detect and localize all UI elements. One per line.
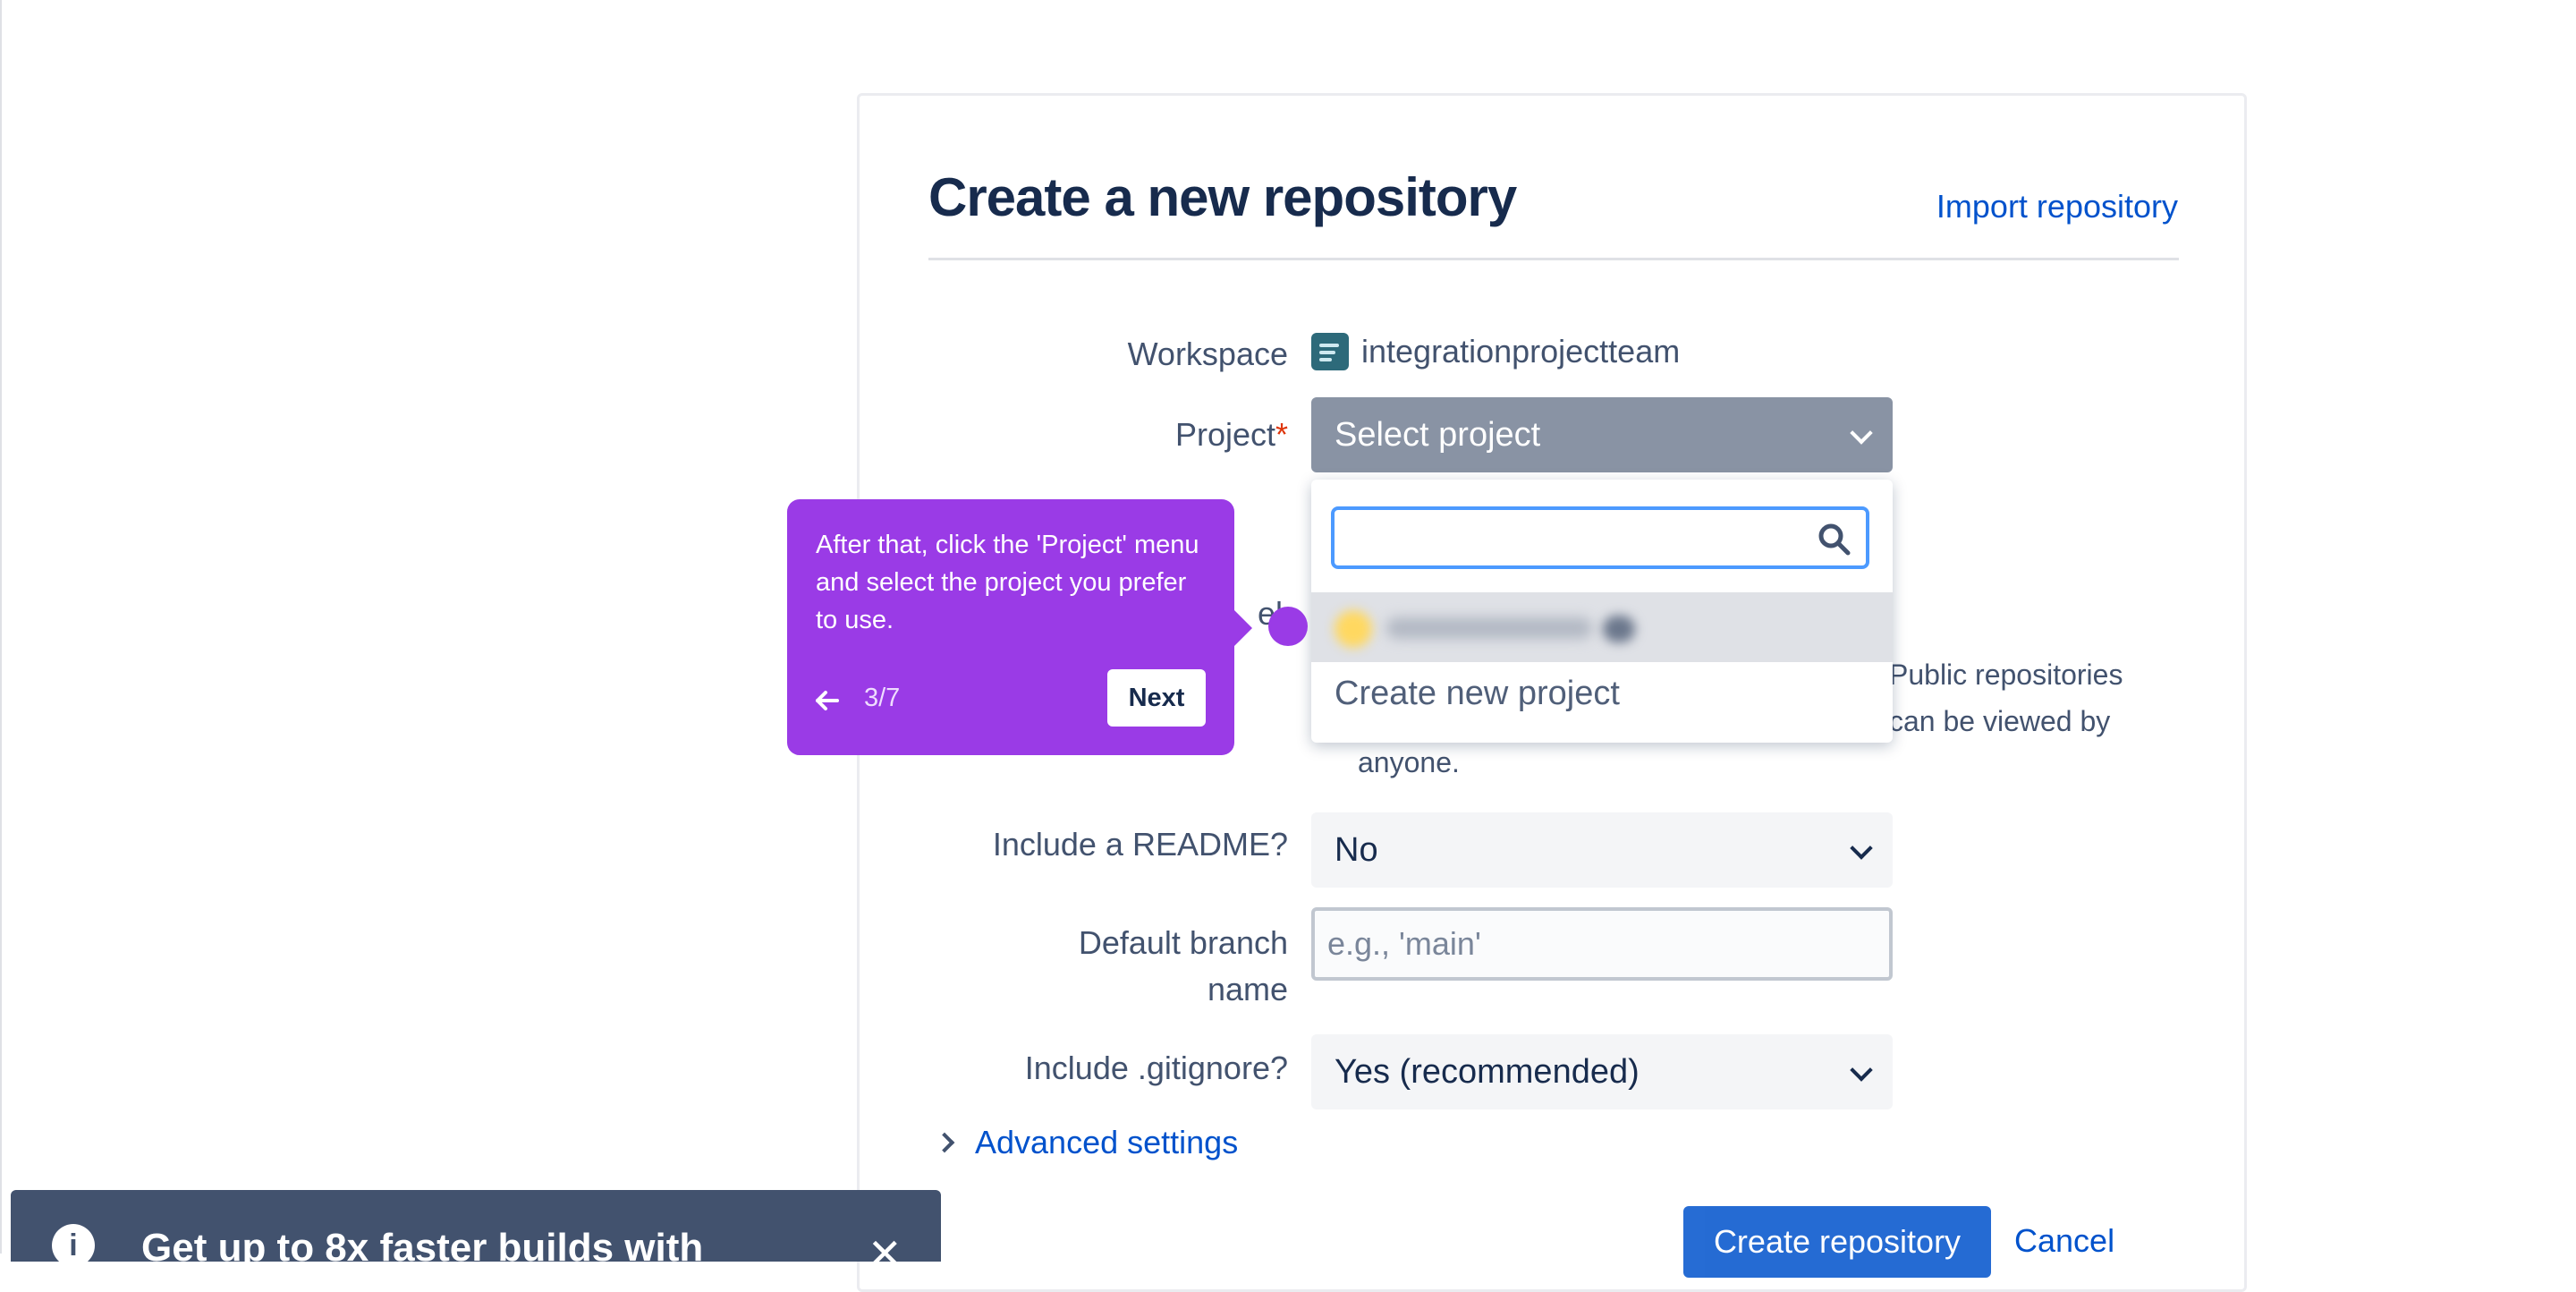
- guide-tooltip: After that, click the 'Project' menu and…: [787, 499, 1234, 755]
- project-select[interactable]: Select project: [1311, 397, 1893, 472]
- chevron-down-icon: [1850, 1058, 1873, 1082]
- readme-label: Include a README?: [992, 826, 1288, 863]
- create-repository-button[interactable]: Create repository: [1683, 1206, 1991, 1278]
- close-icon[interactable]: ✕: [868, 1230, 902, 1277]
- chevron-down-icon: [1850, 421, 1873, 445]
- dropdown-option-redacted[interactable]: [1311, 592, 1893, 662]
- promo-banner: i Get up to 8x faster builds with ✕: [11, 1190, 941, 1277]
- access-hint-line1: Public repositories: [1889, 659, 2123, 691]
- workspace-avatar-icon: [1311, 333, 1349, 370]
- search-icon: [1818, 523, 1851, 556]
- default-branch-label-line1: Default branch: [1078, 924, 1288, 961]
- cancel-button[interactable]: Cancel: [2014, 1222, 2115, 1259]
- project-select-value: Select project: [1335, 415, 1541, 454]
- chevron-right-icon: [934, 1132, 955, 1153]
- workspace-name: integrationprojectteam: [1361, 333, 1681, 370]
- info-icon: i: [52, 1224, 95, 1267]
- project-search-field[interactable]: [1331, 506, 1869, 569]
- redacted-badge: [1603, 616, 1635, 642]
- readme-select-value: No: [1335, 830, 1378, 869]
- project-label-text: Project: [1174, 416, 1275, 453]
- default-branch-label: Default branch name: [912, 920, 1288, 1013]
- arrow-left-icon[interactable]: [814, 687, 841, 721]
- required-mark: *: [1275, 416, 1288, 453]
- project-avatar-icon: [1335, 610, 1372, 648]
- tooltip-text: After that, click the 'Project' menu and…: [816, 531, 1199, 634]
- banner-text: Get up to 8x faster builds with: [141, 1226, 704, 1270]
- import-repository-link[interactable]: Import repository: [1936, 188, 2178, 225]
- access-hint-line3: anyone.: [1358, 746, 1460, 778]
- tooltip-step-counter: 3/7: [864, 684, 901, 712]
- workspace-value: integrationprojectteam: [1311, 333, 1680, 370]
- project-label: Project*: [912, 412, 1288, 458]
- tooltip-hotspot[interactable]: [1268, 607, 1308, 646]
- gitignore-label: Include .gitignore?: [1024, 1050, 1288, 1086]
- left-divider: [0, 0, 2, 1254]
- tooltip-next-button[interactable]: Next: [1107, 669, 1206, 727]
- readme-select[interactable]: No: [1311, 812, 1893, 888]
- advanced-settings-label: Advanced settings: [975, 1124, 1239, 1160]
- create-new-project-option[interactable]: Create new project: [1335, 675, 1620, 712]
- gitignore-select-value: Yes (recommended): [1335, 1052, 1640, 1091]
- default-branch-input[interactable]: e.g., 'main': [1311, 907, 1893, 981]
- workspace-label: Workspace: [1127, 336, 1288, 372]
- access-hint-line2: can be viewed by: [1889, 705, 2111, 737]
- title-divider: [928, 258, 2179, 260]
- project-dropdown-menu: Create new project: [1311, 480, 1893, 743]
- redacted-text: [1386, 617, 1592, 639]
- tooltip-arrow: [1233, 608, 1252, 648]
- access-hint: Public repositories can be viewed by: [1889, 651, 2123, 744]
- advanced-settings-toggle[interactable]: Advanced settings: [934, 1124, 1239, 1161]
- gitignore-select[interactable]: Yes (recommended): [1311, 1034, 1893, 1109]
- page-title: Create a new repository: [928, 167, 1517, 227]
- default-branch-label-line2: name: [1207, 971, 1288, 1007]
- chevron-down-icon: [1850, 837, 1873, 860]
- project-search-input[interactable]: [1345, 510, 1814, 565]
